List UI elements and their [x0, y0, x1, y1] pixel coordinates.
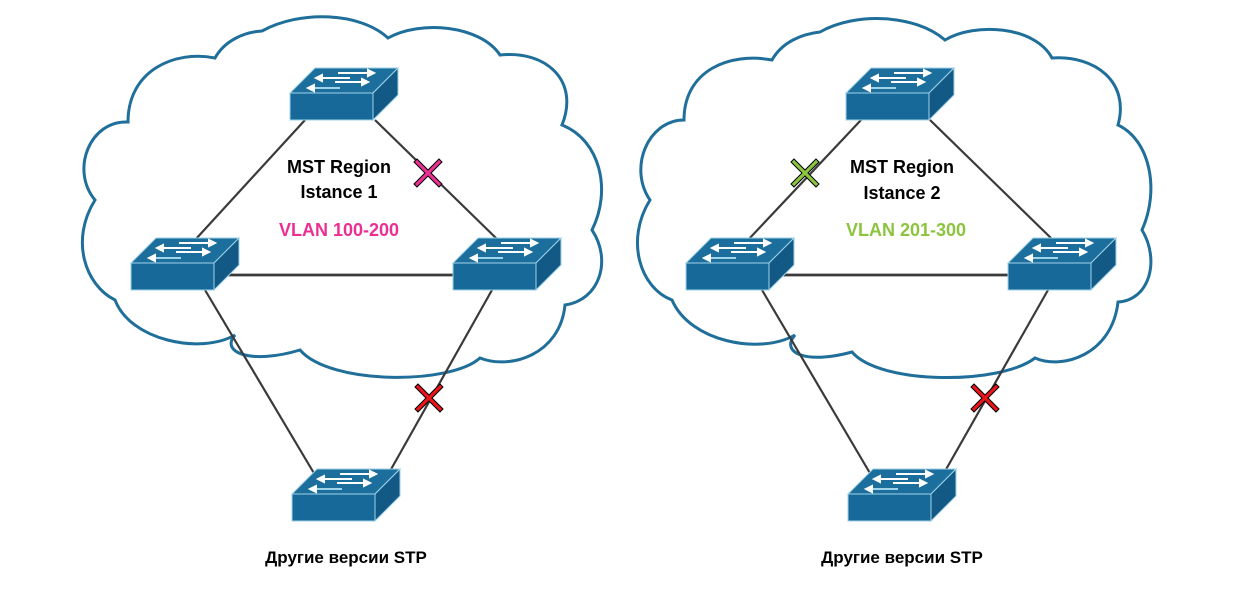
vlan-label: VLAN 100-200: [279, 220, 399, 240]
network-switch-icon: [685, 237, 795, 291]
blocked-x-icon: [414, 383, 444, 413]
instance-label: Istance 2: [863, 183, 940, 203]
link-left-bottom: [204, 289, 319, 481]
link-right-bottom: [939, 289, 1049, 481]
blocked-x-icon: [970, 383, 1000, 413]
network-switch-icon: [847, 468, 957, 522]
region-title: MST Region: [287, 157, 391, 177]
link-left-bottom: [761, 289, 875, 481]
network-switch-icon: [291, 468, 401, 522]
vlan-label: VLAN 201-300: [846, 220, 966, 240]
network-switch-icon: [130, 237, 240, 291]
mst-region-cloud: [635, 17, 1153, 380]
network-switch-icon: [845, 67, 955, 121]
network-switch-icon: [1007, 237, 1117, 291]
link-top-left: [747, 119, 862, 241]
blocked-x-icon: [790, 158, 820, 188]
link-top-right: [929, 119, 1054, 241]
mst-region-instance-2: MST Region Istance 2 VLAN 201-300 Другие…: [635, 17, 1153, 567]
mst-region-cloud: [80, 15, 604, 379]
link-top-left: [194, 119, 306, 241]
mst-region-instance-1: MST Region Istance 1 VLAN 100-200 Другие…: [80, 15, 604, 567]
network-switch-icon: [289, 67, 399, 121]
network-switch-icon: [452, 237, 562, 291]
blocked-x-icon: [413, 158, 443, 188]
instance-label: Istance 1: [300, 182, 377, 202]
caption: Другие версии STP: [821, 548, 983, 567]
caption: Другие версии STP: [265, 548, 427, 567]
region-title: MST Region: [850, 157, 954, 177]
